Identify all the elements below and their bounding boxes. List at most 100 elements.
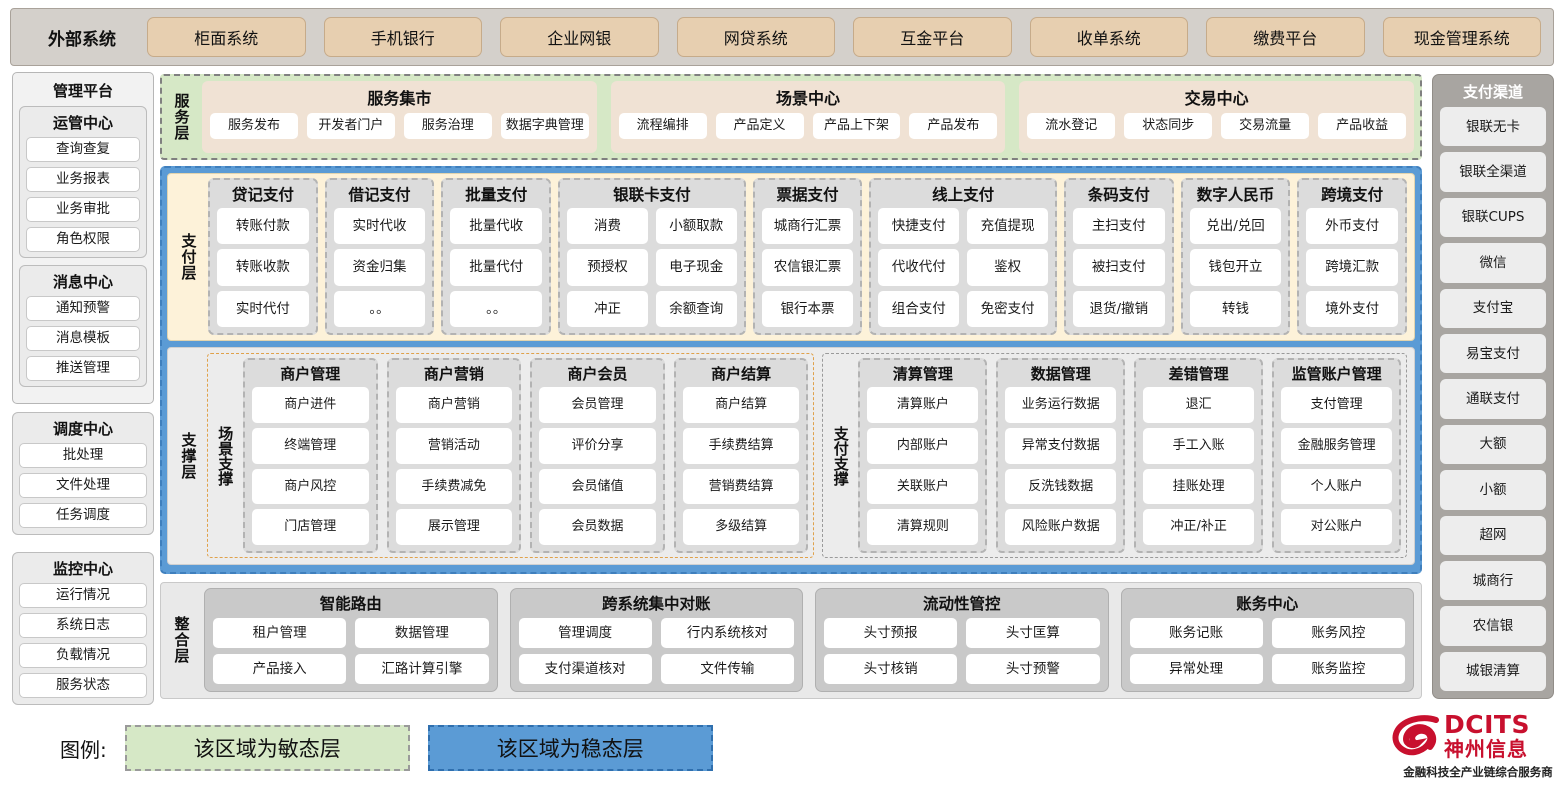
payment-channel-item[interactable]: 城商行 — [1440, 560, 1546, 601]
support-item[interactable]: 清算账户 — [867, 387, 979, 423]
payment-channel-item[interactable]: 城银清算 — [1440, 651, 1546, 692]
external-system-chip[interactable]: 互金平台 — [853, 17, 1012, 57]
management-item[interactable]: 推送管理 — [26, 356, 140, 381]
external-system-chip[interactable]: 收单系统 — [1029, 17, 1188, 57]
monitor-item[interactable]: 服务状态 — [19, 673, 147, 698]
support-item[interactable]: 会员数据 — [539, 509, 656, 545]
integration-item[interactable]: 汇路计算引擎 — [355, 654, 489, 684]
payment-item[interactable]: 转钱 — [1189, 290, 1282, 327]
payment-item[interactable]: 兑出/兑回 — [1189, 208, 1282, 245]
service-item[interactable]: 产品定义 — [715, 113, 804, 139]
support-item[interactable]: 终端管理 — [252, 427, 369, 464]
management-item[interactable]: 业务审批 — [26, 197, 140, 222]
service-item[interactable]: 开发者门户 — [306, 113, 395, 139]
payment-channel-item[interactable]: 超网 — [1440, 515, 1546, 555]
payment-item[interactable]: 充值提现 — [967, 208, 1048, 245]
support-item[interactable]: 门店管理 — [252, 509, 369, 545]
integration-item[interactable]: 头寸核销 — [824, 654, 958, 684]
payment-item[interactable]: 消费 — [567, 208, 648, 245]
support-item[interactable]: 手续费减免 — [395, 468, 513, 505]
payment-item[interactable]: 冲正 — [567, 290, 648, 327]
service-item[interactable]: 产品上下架 — [812, 113, 901, 139]
service-item[interactable]: 产品发布 — [909, 113, 998, 139]
management-item[interactable]: 查询查复 — [26, 137, 140, 162]
support-item[interactable]: 个人账户 — [1281, 468, 1393, 505]
payment-channel-item[interactable]: 微信 — [1440, 243, 1546, 283]
integration-item[interactable]: 文件传输 — [660, 654, 794, 684]
integration-item[interactable]: 支付渠道核对 — [518, 654, 652, 684]
payment-item[interactable]: 资金归集 — [333, 249, 426, 286]
payment-item[interactable]: 实时代收 — [333, 208, 426, 245]
monitor-item[interactable]: 运行情况 — [19, 583, 147, 608]
service-item[interactable]: 服务治理 — [403, 113, 492, 139]
payment-item[interactable]: 。。 — [333, 290, 426, 327]
payment-item[interactable]: 境外支付 — [1306, 290, 1399, 327]
payment-channel-item[interactable]: 银联全渠道 — [1440, 152, 1546, 192]
payment-item[interactable]: 被扫支付 — [1072, 249, 1165, 286]
support-item[interactable]: 关联账户 — [867, 468, 979, 505]
dispatch-item[interactable]: 任务调度 — [19, 503, 147, 528]
integration-item[interactable]: 头寸预报 — [824, 618, 958, 648]
support-item[interactable]: 商户风控 — [252, 468, 369, 505]
external-system-chip[interactable]: 柜面系统 — [147, 17, 306, 57]
payment-item[interactable]: 农信银汇票 — [761, 249, 854, 286]
integration-item[interactable]: 租户管理 — [213, 618, 347, 648]
integration-item[interactable]: 行内系统核对 — [660, 618, 794, 648]
integration-item[interactable]: 账务风控 — [1271, 618, 1405, 648]
payment-item[interactable]: 组合支付 — [878, 290, 960, 327]
payment-item[interactable]: 小额取款 — [655, 208, 737, 245]
service-item[interactable]: 流程编排 — [618, 113, 707, 139]
support-item[interactable]: 风险账户数据 — [1005, 509, 1117, 545]
support-item[interactable]: 冲正/补正 — [1143, 509, 1255, 545]
payment-item[interactable]: 免密支付 — [967, 290, 1048, 327]
service-item[interactable]: 交易流量 — [1221, 113, 1310, 139]
support-item[interactable]: 会员储值 — [539, 468, 656, 505]
payment-channel-item[interactable]: 农信银 — [1440, 606, 1546, 646]
support-item[interactable]: 展示管理 — [395, 509, 513, 545]
support-item[interactable]: 手工入账 — [1143, 427, 1255, 464]
dispatch-item[interactable]: 文件处理 — [19, 473, 147, 498]
payment-channel-item[interactable]: 易宝支付 — [1440, 333, 1546, 374]
support-item[interactable]: 反洗钱数据 — [1005, 468, 1117, 505]
service-item[interactable]: 数据字典管理 — [500, 113, 589, 139]
support-item[interactable]: 评价分享 — [539, 427, 656, 464]
integration-item[interactable]: 头寸预警 — [966, 654, 1100, 684]
service-item[interactable]: 产品收益 — [1318, 113, 1407, 139]
support-item[interactable]: 清算规则 — [867, 509, 979, 545]
payment-item[interactable]: 预授权 — [567, 249, 648, 286]
external-system-chip[interactable]: 手机银行 — [323, 17, 482, 57]
integration-item[interactable]: 管理调度 — [518, 618, 652, 648]
integration-item[interactable]: 账务记账 — [1129, 618, 1263, 648]
integration-item[interactable]: 产品接入 — [213, 654, 347, 684]
payment-item[interactable]: 批量代收 — [450, 208, 543, 245]
payment-item[interactable]: 电子现金 — [655, 249, 737, 286]
monitor-item[interactable]: 系统日志 — [19, 613, 147, 638]
payment-channel-item[interactable]: 通联支付 — [1440, 379, 1546, 419]
external-system-chip[interactable]: 缴费平台 — [1206, 17, 1365, 57]
payment-item[interactable]: 转账付款 — [217, 208, 309, 245]
monitor-item[interactable]: 负载情况 — [19, 643, 147, 668]
support-item[interactable]: 退汇 — [1143, 387, 1255, 423]
support-item[interactable]: 金融服务管理 — [1281, 427, 1393, 464]
support-item[interactable]: 内部账户 — [867, 427, 979, 464]
payment-item[interactable]: 退货/撤销 — [1072, 290, 1165, 327]
payment-item[interactable]: 转账收款 — [217, 249, 309, 286]
dispatch-item[interactable]: 批处理 — [19, 443, 147, 468]
support-item[interactable]: 业务运行数据 — [1005, 387, 1117, 423]
support-item[interactable]: 商户结算 — [682, 387, 800, 423]
payment-channel-item[interactable]: 银联CUPS — [1440, 197, 1546, 238]
payment-channel-item[interactable]: 支付宝 — [1440, 288, 1546, 328]
support-item[interactable]: 支付管理 — [1281, 387, 1393, 423]
payment-item[interactable]: 余额查询 — [655, 290, 737, 327]
management-item[interactable]: 角色权限 — [26, 227, 140, 252]
payment-item[interactable]: 。。 — [450, 290, 543, 327]
payment-item[interactable]: 主扫支付 — [1072, 208, 1165, 245]
payment-item[interactable]: 快捷支付 — [878, 208, 960, 245]
support-item[interactable]: 手续费结算 — [682, 427, 800, 464]
external-system-chip[interactable]: 网贷系统 — [676, 17, 835, 57]
support-item[interactable]: 会员管理 — [539, 387, 656, 423]
support-item[interactable]: 异常支付数据 — [1005, 427, 1117, 464]
support-item[interactable]: 商户营销 — [395, 387, 513, 423]
payment-channel-item[interactable]: 大额 — [1440, 424, 1546, 465]
payment-item[interactable]: 实时代付 — [217, 290, 309, 327]
